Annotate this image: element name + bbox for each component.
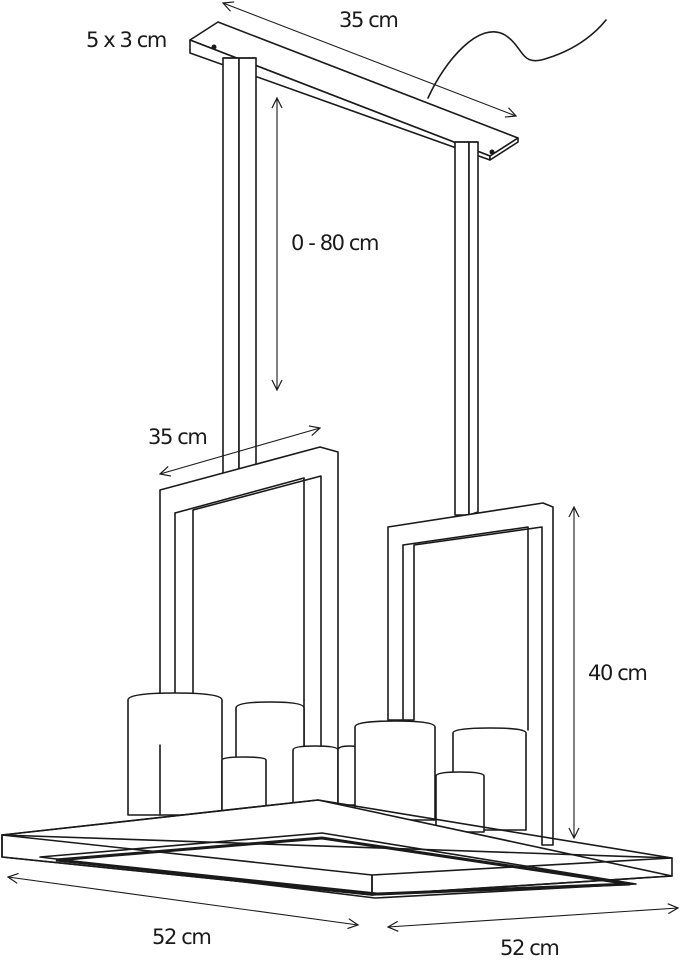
frame-height-label: 40 cm bbox=[588, 661, 648, 685]
mount-length-label: 35 cm bbox=[339, 8, 399, 32]
base-width-label: 52 cm bbox=[500, 936, 560, 960]
base-length-arrow bbox=[8, 877, 358, 925]
suspension-range-label: 0 - 80 cm bbox=[291, 231, 379, 255]
base-length-label: 52 cm bbox=[152, 925, 212, 949]
mount-length-arrow bbox=[223, 3, 516, 116]
base-width-arrow bbox=[388, 908, 678, 927]
frame-width-label: 35 cm bbox=[148, 425, 208, 449]
power-cable bbox=[427, 19, 607, 99]
dimension-arrows bbox=[8, 3, 678, 927]
base-tray bbox=[1, 799, 673, 899]
right-frame bbox=[387, 502, 554, 846]
candles bbox=[127, 692, 527, 833]
mount-size-label: 5 x 3 cm bbox=[86, 28, 167, 52]
frame-width-arrow bbox=[160, 428, 320, 474]
